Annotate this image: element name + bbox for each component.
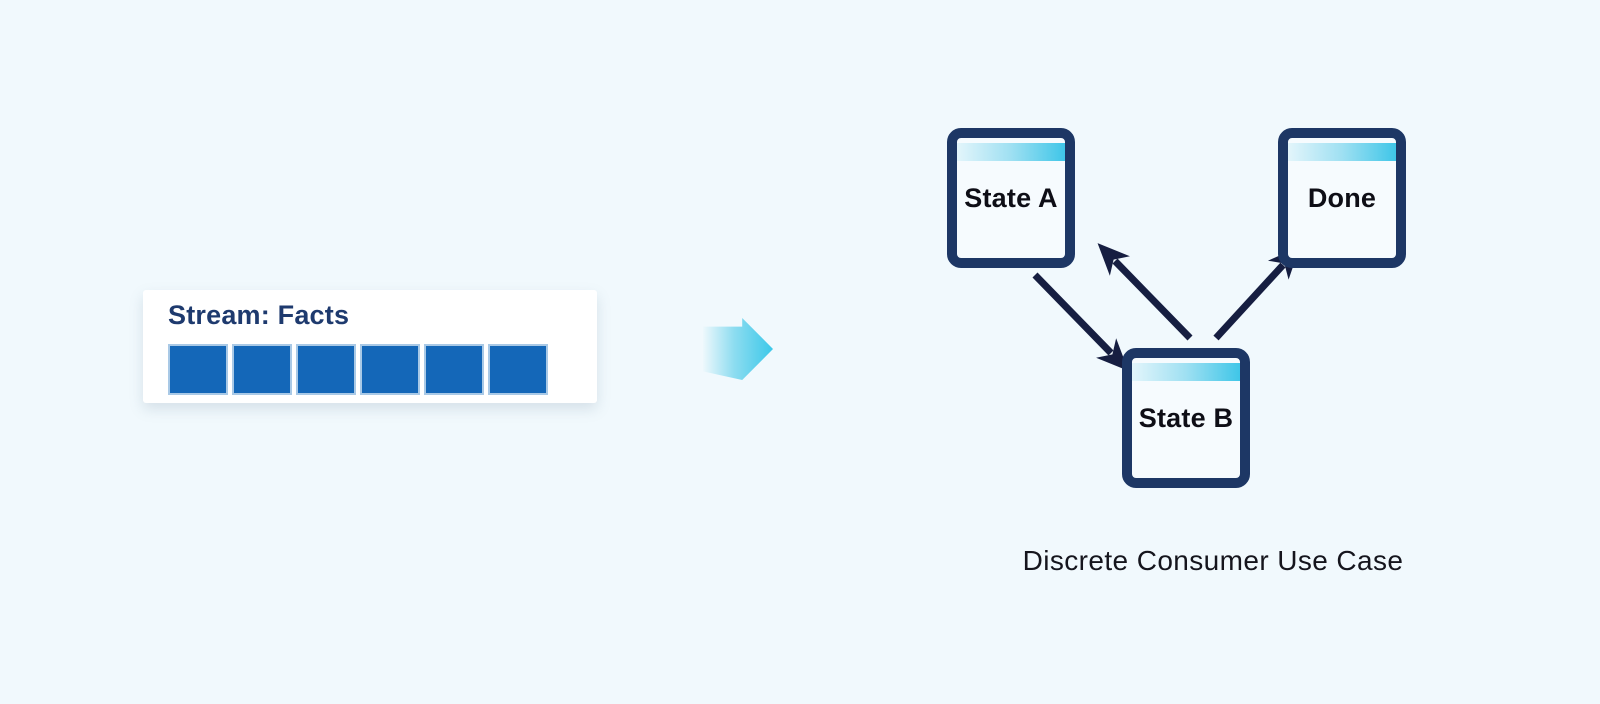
stream-segment: [296, 344, 356, 395]
node-header-bar: [1132, 363, 1240, 381]
stream-segment: [360, 344, 420, 395]
flow-right-arrow-icon: [703, 318, 773, 380]
stream-segment: [424, 344, 484, 395]
stream-segments: [168, 344, 548, 395]
node-label-state-b: State B: [1138, 402, 1234, 433]
stream-card: Stream: Facts: [143, 290, 597, 403]
stream-segment: [168, 344, 228, 395]
edge-state-b-to-done: [1213, 246, 1300, 341]
node-done: Done: [1278, 128, 1406, 268]
diagram-caption: Discrete Consumer Use Case: [1022, 545, 1404, 576]
node-state-b: State B: [1122, 348, 1250, 488]
stream-segment: [232, 344, 292, 395]
node-state-a: State A: [947, 128, 1075, 268]
node-header-bar: [1288, 143, 1396, 161]
edge-state-b-to-state-a: [1097, 243, 1193, 341]
stream-segment: [488, 344, 548, 395]
stream-title: Stream: Facts: [168, 300, 350, 330]
node-header-bar: [957, 143, 1065, 161]
edge-state-a-to-state-b: [1032, 272, 1129, 371]
node-label-state-a: State A: [964, 182, 1058, 213]
node-label-done: Done: [1307, 182, 1377, 213]
